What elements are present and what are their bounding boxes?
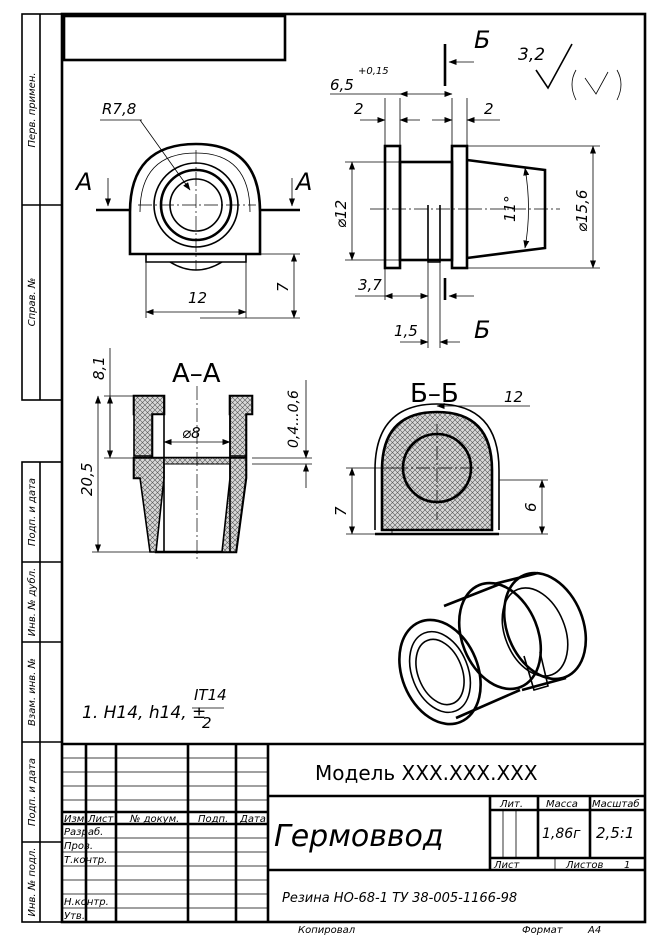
sheet-label: Лист: [493, 860, 521, 871]
roughness-value: 3,2: [518, 45, 545, 65]
side-label-ref-no: Справ. №: [27, 278, 38, 327]
mass-label: Масса: [546, 799, 578, 810]
dim-aa-total: 20,5: [78, 463, 96, 496]
dim-side-top: 6,5: [330, 76, 354, 94]
dim-dia-left: ⌀12: [332, 200, 350, 228]
title-block: [62, 742, 645, 922]
col-header-doc: № докум.: [129, 814, 179, 825]
row-label-tech-control: Т.контр.: [64, 855, 107, 866]
dim-dia-right: ⌀15,6: [573, 190, 591, 232]
isometric-view: [398, 571, 588, 726]
side-label-sign-date-2: Подп. и дата: [27, 758, 38, 826]
format-value: А4: [587, 925, 601, 936]
side-label-dup-no: Инв. № дубл.: [26, 568, 38, 636]
section-a-letter-right: А: [294, 168, 312, 196]
front-view: А А R7,8 12 7: [74, 100, 312, 319]
footer: Копировал Формат А4: [298, 925, 601, 936]
dim-slot-width: 1,5: [394, 322, 418, 340]
mass-value: 1,86г: [542, 826, 581, 842]
sheet-frame: [21, 12, 647, 924]
col-header-sheet: Лист: [87, 814, 115, 825]
section-b-letter-bottom: Б: [474, 316, 490, 344]
dim-aa-wall: 0,4...0,6: [286, 390, 302, 448]
section-aa-title: А–А: [172, 359, 221, 389]
dim-front-height: 7: [274, 282, 292, 292]
note-prefix: 1. H14, h14, ±: [82, 703, 206, 723]
row-label-checked: Пров.: [64, 841, 93, 852]
sheets-label: Листов: [565, 860, 603, 871]
scale-label: Масштаб: [592, 798, 640, 810]
dim-flange-right: 2: [484, 100, 494, 118]
scale-value: 2,5:1: [596, 824, 634, 842]
designation: Модель XXX.XXX.XXX: [315, 761, 538, 785]
title-block-text: Модель XXX.XXX.XXX Гермоввод Резина НО-6…: [64, 761, 640, 922]
dim-flange-left: 2: [354, 100, 364, 118]
roughness-symbol: 3,2: [518, 43, 622, 101]
dim-bb-right: 6: [522, 502, 540, 512]
note-numerator: IT14: [194, 686, 227, 704]
dim-bb-left: 7: [332, 506, 350, 516]
note-denominator: 2: [202, 714, 212, 732]
sheets-value: 1: [624, 860, 630, 871]
col-header-sign: Подп.: [198, 814, 228, 825]
section-a-letter-left: А: [74, 168, 92, 196]
tolerance-note: 1. H14, h14, ± IT14 2: [82, 686, 227, 732]
section-bb: Б–Б 12 7 6: [332, 379, 548, 536]
section-b-letter-top: Б: [474, 26, 490, 54]
side-label-replace-no: Взам. инв. №: [27, 658, 38, 726]
dim-dia-inner: ⌀8: [182, 424, 201, 442]
side-labels: Перв. примен. Справ. № Подп. и дата Инв.…: [26, 72, 38, 916]
dim-angle: 11°: [501, 195, 519, 222]
row-label-developer: Разраб.: [64, 826, 103, 838]
dim-front-width: 12: [188, 289, 207, 307]
dim-bb-width: 12: [504, 388, 523, 406]
copied-label: Копировал: [298, 925, 356, 936]
side-label-orig-no: Инв. № подл.: [27, 848, 38, 917]
dim-slot-position: 3,7: [358, 276, 382, 294]
row-label-norm-control: Н.контр.: [64, 897, 109, 908]
dim-aa-top: 8,1: [90, 356, 108, 380]
part-name: Гермоввод: [274, 819, 444, 854]
lit-label: Лит.: [499, 799, 523, 810]
dim-side-top-tolerance: +0,15: [358, 66, 389, 77]
side-view: Б Б 6,5 +0,15 2 2 ⌀12 11° ⌀15,6: [330, 26, 600, 348]
section-aa: А–А ⌀8 8,1 20,5 0,4...0,6: [78, 348, 312, 562]
col-header-change: Изм.: [64, 814, 88, 825]
side-label-first-use: Перв. примен.: [27, 72, 38, 147]
format-label: Формат: [522, 925, 564, 936]
col-header-date: Дата: [239, 814, 266, 825]
dim-radius: R7,8: [102, 100, 136, 118]
side-label-sign-date-1: Подп. и дата: [27, 478, 38, 546]
row-label-approved: Утв.: [64, 911, 85, 922]
top-stamp-box: [62, 14, 287, 62]
material: Резина НО-68-1 ТУ 38-005-1166-98: [282, 891, 517, 906]
